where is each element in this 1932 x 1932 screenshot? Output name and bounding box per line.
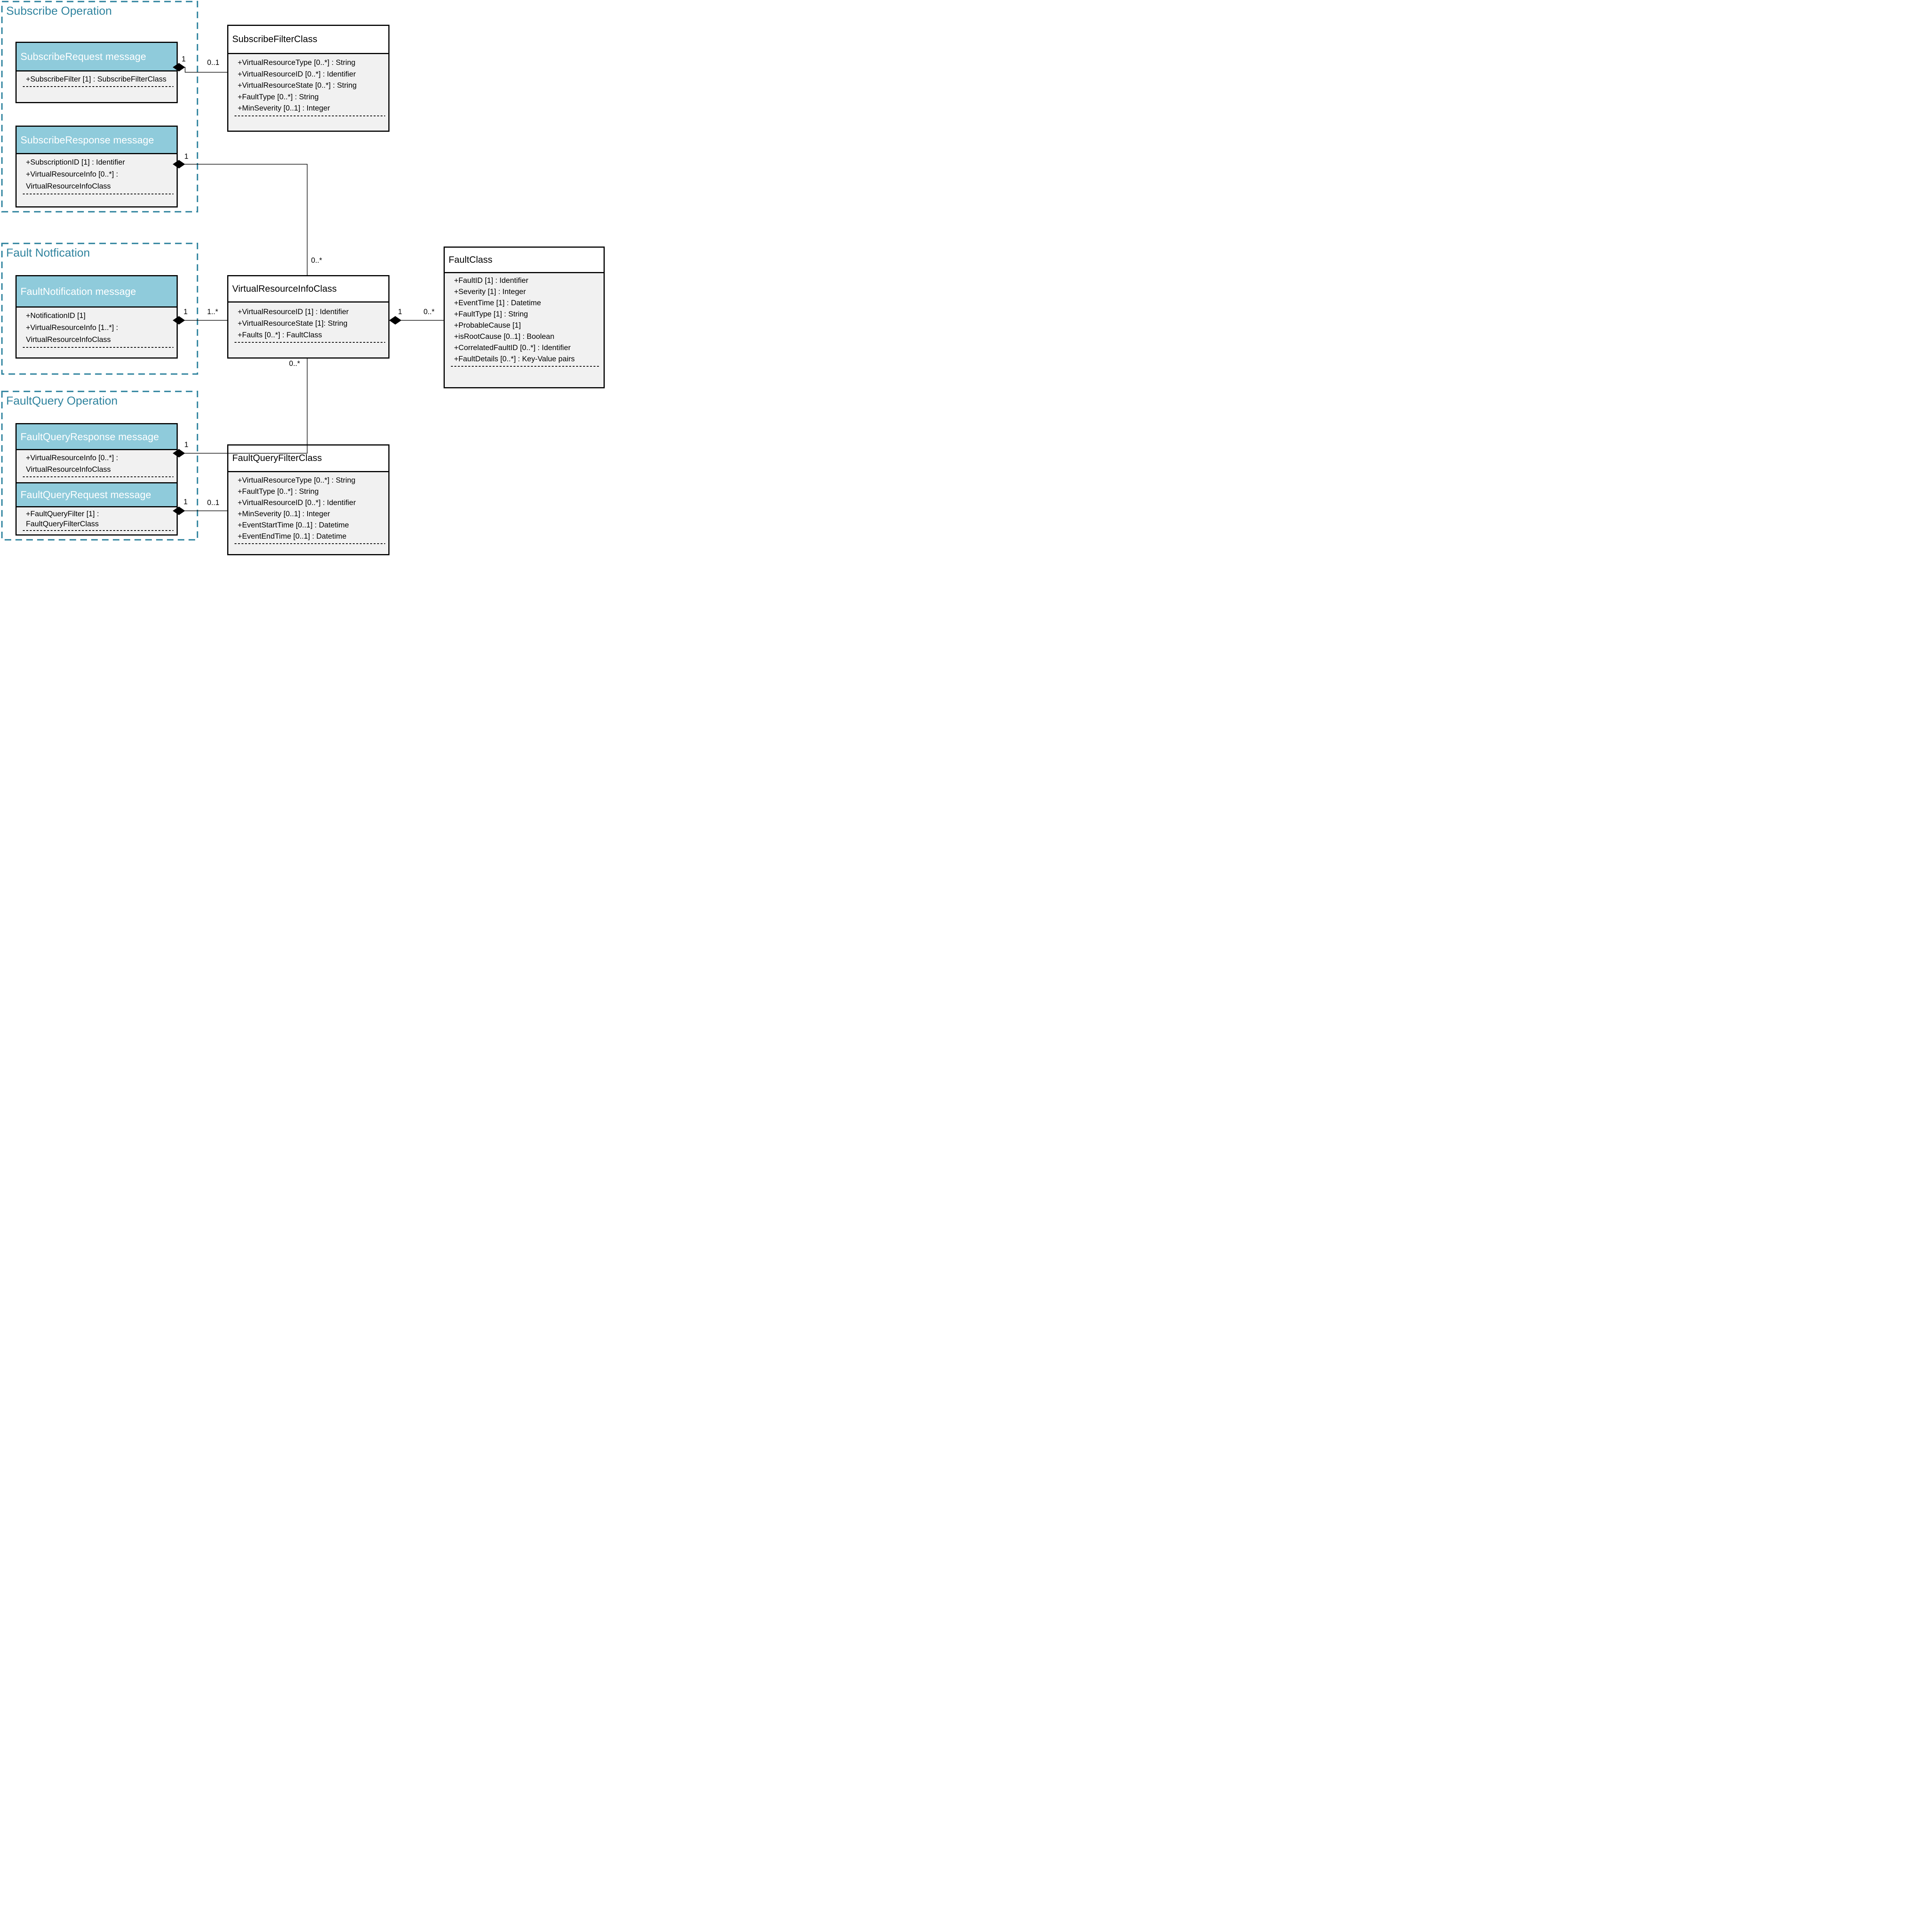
class-header: FaultClass bbox=[445, 248, 604, 273]
multiplicity-label: 0..* bbox=[311, 257, 322, 265]
group-title-faultquery-operation: FaultQuery Operation bbox=[6, 395, 118, 407]
edge-subscriberesponse-virtualresourceinfoclass bbox=[185, 164, 308, 275]
attribute-line: +isRootCause [0..1] : Boolean bbox=[454, 332, 554, 341]
multiplicity-label: 1 bbox=[184, 498, 188, 506]
uml-class-diagram: Subscribe Operation Fault Notfication Fa… bbox=[0, 0, 606, 555]
class-body: +VirtualResourceID [1] : Identifier +Vir… bbox=[228, 303, 388, 343]
class-box-faultnotification-message: FaultNotification message +NotificationI… bbox=[15, 275, 178, 359]
edge-subscriberequest-subscribefilterclass bbox=[184, 67, 227, 73]
composition-diamond-icon bbox=[389, 316, 401, 325]
class-body: +SubscribeFilter [1] : SubscribeFilterCl… bbox=[17, 71, 177, 87]
class-header: SubscribeResponse message bbox=[17, 127, 177, 154]
class-box-faultqueryrequest-message: FaultQueryRequest message +FaultQueryFil… bbox=[15, 482, 178, 536]
dotted-separator bbox=[23, 86, 173, 87]
multiplicity-label: 0..* bbox=[289, 360, 300, 368]
class-header: SubscribeRequest message bbox=[17, 43, 177, 71]
multiplicity-label: 1 bbox=[182, 55, 186, 63]
class-title: SubscribeRequest message bbox=[20, 51, 146, 62]
attribute-line: +VirtualResourceInfo [0..*] : bbox=[26, 454, 118, 462]
attribute-line: +VirtualResourceInfo [0..*] : bbox=[26, 170, 118, 179]
class-title: SubscribeResponse message bbox=[20, 134, 154, 146]
attribute-line: +VirtualResourceID [0..*] : Identifier bbox=[238, 498, 356, 507]
class-box-subscribefilterclass: SubscribeFilterClass +VirtualResourceTyp… bbox=[227, 25, 389, 132]
attribute-line: +Faults [0..*] : FaultClass bbox=[238, 331, 322, 339]
class-header: FaultNotification message bbox=[17, 276, 177, 308]
class-header: FaultQueryFilterClass bbox=[228, 446, 388, 472]
attribute-line: +FaultType [0..*] : String bbox=[238, 487, 319, 496]
attribute-line: +Severity [1] : Integer bbox=[454, 287, 526, 296]
class-body: +SubscriptionID [1] : Identifier +Virtua… bbox=[17, 154, 177, 194]
multiplicity-label: 0..1 bbox=[207, 499, 219, 507]
attribute-line: +MinSeverity [0..1] : Integer bbox=[238, 510, 330, 518]
group-title-fault-notification: Fault Notfication bbox=[6, 247, 90, 259]
class-body: +FaultID [1] : Identifier +Severity [1] … bbox=[445, 273, 604, 367]
attribute-line: +EventTime [1] : Datetime bbox=[454, 299, 541, 307]
attribute-line: +MinSeverity [0..1] : Integer bbox=[238, 104, 330, 112]
attribute-line: VirtualResourceInfoClass bbox=[26, 465, 111, 474]
multiplicity-label: 1 bbox=[184, 441, 189, 449]
multiplicity-label: 1 bbox=[398, 308, 402, 316]
multiplicity-label: 1 bbox=[184, 153, 189, 161]
class-title: FaultClass bbox=[449, 254, 493, 265]
attribute-line: +VirtualResourceID [1] : Identifier bbox=[238, 308, 349, 316]
attribute-line: +EventStartTime [0..1] : Datetime bbox=[238, 521, 349, 529]
attribute-line: +VirtualResourceType [0..*] : String bbox=[238, 58, 355, 67]
attribute-line: +VirtualResourceState [1]: String bbox=[238, 319, 348, 328]
class-body: +VirtualResourceType [0..*] : String +Fa… bbox=[228, 472, 388, 544]
attribute-line: +VirtualResourceState [0..*] : String bbox=[238, 81, 357, 90]
attribute-line: +EventEndTime [0..1] : Datetime bbox=[238, 532, 347, 541]
dotted-separator bbox=[235, 342, 385, 343]
class-box-subscriberequest-message: SubscribeRequest message +SubscribeFilte… bbox=[15, 42, 178, 103]
dotted-separator bbox=[23, 530, 173, 531]
attribute-line: +SubscribeFilter [1] : SubscribeFilterCl… bbox=[26, 75, 167, 83]
edge-faultqueryresponse-virtualresourceinfoclass bbox=[185, 359, 308, 454]
dotted-separator bbox=[451, 366, 600, 367]
class-box-subscriberesponse-message: SubscribeResponse message +SubscriptionI… bbox=[15, 126, 178, 207]
class-body: +VirtualResourceInfo [0..*] : VirtualRes… bbox=[17, 450, 177, 477]
attribute-line: +FaultDetails [0..*] : Key-Value pairs bbox=[454, 355, 575, 363]
class-title: SubscribeFilterClass bbox=[232, 34, 318, 44]
class-body: +VirtualResourceType [0..*] : String +Vi… bbox=[228, 54, 388, 116]
multiplicity-label: 0..* bbox=[423, 308, 435, 316]
attribute-line: VirtualResourceInfoClass bbox=[26, 335, 111, 344]
group-title-subscribe-operation: Subscribe Operation bbox=[6, 5, 112, 17]
dotted-separator bbox=[235, 543, 385, 544]
attribute-line: +FaultID [1] : Identifier bbox=[454, 276, 529, 285]
multiplicity-label: 0..1 bbox=[207, 59, 219, 67]
attribute-line: +VirtualResourceID [0..*] : Identifier bbox=[238, 70, 356, 78]
attribute-line: VirtualResourceInfoClass bbox=[26, 182, 111, 190]
dotted-separator bbox=[23, 476, 173, 477]
attribute-line: +NotificationID [1] bbox=[26, 311, 86, 320]
class-title: FaultQueryFilterClass bbox=[232, 453, 322, 463]
attribute-line: +VirtualResourceInfo [1..*] : bbox=[26, 323, 118, 332]
class-body: +NotificationID [1] +VirtualResourceInfo… bbox=[17, 308, 177, 348]
class-title: FaultNotification message bbox=[20, 285, 136, 297]
attribute-line: +FaultType [1] : String bbox=[454, 310, 528, 318]
attribute-line: +SubscriptionID [1] : Identifier bbox=[26, 158, 125, 167]
attribute-line: +VirtualResourceType [0..*] : String bbox=[238, 476, 355, 485]
multiplicity-label: 1..* bbox=[207, 308, 218, 316]
class-header: FaultQueryRequest message bbox=[17, 483, 177, 507]
class-box-faultclass: FaultClass +FaultID [1] : Identifier +Se… bbox=[444, 247, 605, 388]
class-header: FaultQueryResponse message bbox=[17, 424, 177, 450]
attribute-line: +CorrelatedFaultID [0..*] : Identifier bbox=[454, 344, 571, 352]
class-title: FaultQueryResponse message bbox=[20, 430, 159, 442]
class-box-virtualresourceinfoclass: VirtualResourceInfoClass +VirtualResourc… bbox=[227, 275, 389, 359]
class-title: VirtualResourceInfoClass bbox=[232, 283, 337, 294]
class-box-faultqueryfilterclass: FaultQueryFilterClass +VirtualResourceTy… bbox=[227, 444, 389, 555]
attribute-line: +FaultType [0..*] : String bbox=[238, 92, 319, 101]
class-header: VirtualResourceInfoClass bbox=[228, 276, 388, 303]
class-body: +FaultQueryFilter [1] : FaultQueryFilter… bbox=[17, 507, 177, 531]
dotted-separator bbox=[23, 347, 173, 348]
attribute-line: FaultQueryFilterClass bbox=[26, 520, 99, 528]
attribute-line: +ProbableCause [1] bbox=[454, 321, 521, 330]
attribute-line: +FaultQueryFilter [1] : bbox=[26, 510, 99, 518]
multiplicity-label: 1 bbox=[184, 308, 188, 316]
class-header: SubscribeFilterClass bbox=[228, 26, 388, 54]
class-title: FaultQueryRequest message bbox=[20, 489, 151, 500]
